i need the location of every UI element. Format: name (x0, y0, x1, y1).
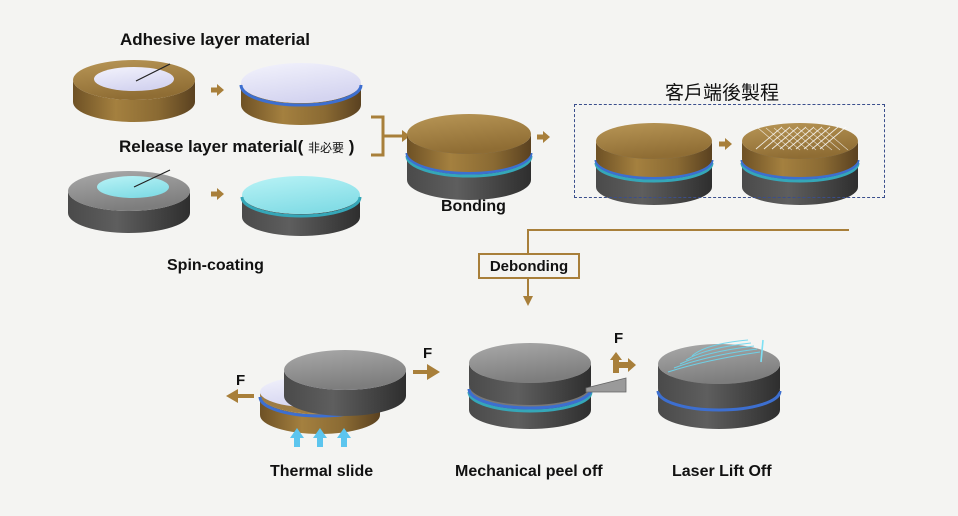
adhesive-pointer-line (135, 63, 171, 82)
pattern-line-cross (757, 127, 785, 151)
pattern-line (819, 126, 847, 150)
arrow-process-step (719, 138, 732, 150)
thermal-top-wafer-top (284, 350, 406, 390)
debonding-label: Debonding (489, 257, 569, 275)
release-coat-edge (240, 196, 362, 218)
mechanical-peel-stack (467, 343, 627, 429)
force-label-right: F (423, 345, 433, 362)
release-pointer-line (133, 169, 171, 188)
process-wafer-1-adhesive-edge (594, 159, 714, 180)
laser-scan-line (673, 348, 758, 369)
peel-top-wafer-side (469, 363, 591, 405)
laser-lift-stack (656, 339, 782, 429)
peel-blade (585, 377, 627, 393)
pattern-line-cross (821, 127, 849, 151)
customer-process-title: 客戶端後製程 (665, 82, 780, 104)
bonded-stack-release-edge (405, 155, 533, 178)
release-layer-label: Release layer material( 非必要 ) (119, 137, 354, 157)
mechanical-peel-label: Mechanical peel off (455, 463, 603, 480)
release-layer-close: ) (348, 137, 355, 156)
force-arrow-right (413, 364, 440, 380)
adhesive-wafer-after (239, 63, 363, 125)
peel-top-wafer-top (469, 343, 591, 383)
optional-note: 非必要 (308, 141, 345, 155)
laser-scan-line (685, 342, 752, 361)
release-wafer-2-top (242, 176, 360, 214)
process-wafer-1-bottom-side (596, 161, 712, 205)
pattern-line (811, 126, 839, 150)
pattern-line-cross (797, 127, 825, 151)
arrow-to-process (537, 131, 550, 143)
adhesive-coat-edge (239, 84, 363, 107)
bracket-arrow-head (402, 130, 410, 142)
process-wafer-2-release-edge (740, 162, 860, 183)
customer-process-box (574, 104, 885, 198)
debonding-box: Debonding (478, 253, 580, 279)
process-wafer-1-top-wafer-top (596, 123, 712, 159)
adhesive-wafer-2-top (241, 63, 361, 103)
laser-scan-line (667, 351, 761, 373)
pattern-line-cross (813, 127, 841, 151)
arrow-spin-adhesive (211, 84, 224, 96)
bonded-stack (405, 114, 533, 200)
adhesive-drop (94, 67, 174, 91)
heat-arrow-3 (337, 428, 351, 447)
bonding-bracket (371, 115, 403, 157)
bonded-stack-adhesive-edge (405, 152, 533, 175)
laser-scan-line (679, 345, 755, 365)
release-layer-text: Release layer material( (119, 137, 304, 156)
adhesive-wafer-before (73, 60, 195, 122)
thermal-slide-label: Thermal slide (270, 463, 374, 480)
process-wafer-2-bottom-side (742, 161, 858, 205)
force-arrow-left (226, 389, 254, 403)
process-wafer-1-release-edge (594, 162, 714, 183)
release-drop (97, 176, 169, 198)
pattern-line-cross (773, 127, 801, 151)
arrow-spin-release (211, 188, 224, 200)
release-wafer-1-side (68, 191, 190, 233)
bonded-stack-top-wafer-top (407, 114, 531, 154)
pattern-line-cross (805, 127, 833, 151)
peel-release-edge (467, 391, 593, 413)
thermal-slide-stack (258, 350, 406, 434)
bonding-label: Bonding (441, 198, 506, 215)
process-wafer-1 (594, 123, 714, 205)
spin-coating-label: Spin-coating (167, 257, 264, 274)
pattern-line-cross (789, 127, 817, 151)
force-label-left: F (236, 372, 246, 389)
laser-top-wafer-side (658, 364, 780, 408)
laser-adhesive-edge (656, 390, 782, 412)
adhesive-layer-label: Adhesive layer material (120, 30, 310, 49)
heat-arrow-1 (290, 428, 304, 447)
adhesive-wafer-1-side (73, 80, 195, 122)
laser-lift-label: Laser Lift Off (672, 463, 772, 480)
pattern-line-cross (765, 127, 793, 151)
peel-force-right (616, 358, 636, 372)
laser-beam (760, 339, 764, 363)
pattern-line-cross (781, 127, 809, 151)
thermal-top-wafer-side (284, 370, 406, 416)
debond-route-line (527, 229, 849, 253)
release-wafer-after (240, 176, 362, 236)
process-wafer-2-adhesive-edge (740, 159, 860, 180)
process-wafer-2 (740, 123, 860, 205)
laser-scan-line (691, 339, 749, 357)
force-label-peel: F (614, 330, 624, 347)
debond-arrow-head (523, 296, 533, 306)
release-wafer-before (68, 169, 190, 233)
heat-arrow-2 (313, 428, 327, 447)
bonded-stack-top-wafer-side (407, 134, 531, 172)
peel-adhesive-edge (467, 388, 593, 410)
